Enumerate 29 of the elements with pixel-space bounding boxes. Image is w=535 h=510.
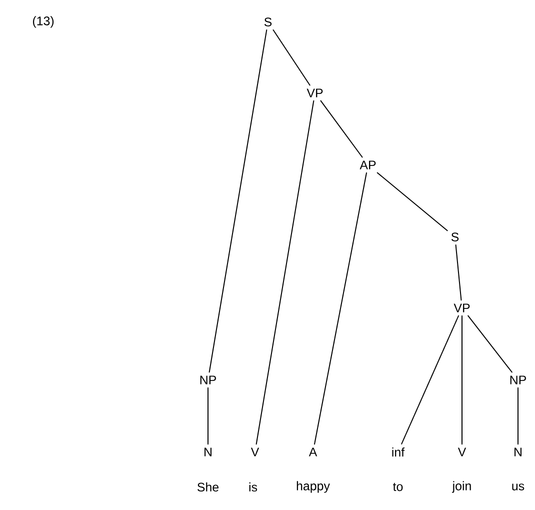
tree-node-label: S (451, 232, 459, 242)
tree-branch (256, 100, 314, 445)
word-label: us (512, 484, 524, 490)
tree-node-label: S (264, 18, 272, 26)
tree-branch (467, 314, 513, 373)
tree-node-label: N (204, 448, 212, 456)
tree-node-label: VP (306, 88, 323, 98)
tree-node-label: N (514, 448, 522, 456)
tree-branch (376, 172, 448, 232)
tree-branch (272, 29, 311, 86)
tree-branch (320, 100, 363, 158)
tree-node-label: AP (360, 160, 376, 170)
tree-node-label: NP (200, 376, 216, 384)
example-number: (13) (32, 16, 54, 28)
word-label: She (198, 482, 219, 492)
tree-branch (455, 244, 462, 301)
tree-branch (208, 29, 268, 373)
word-label: is (249, 482, 258, 492)
tree-node-label: A (308, 448, 318, 456)
tree-node-label: V (250, 448, 260, 456)
tree-branch (314, 172, 368, 445)
tree-node-label: VP (454, 304, 470, 312)
word-label: to (393, 482, 403, 492)
tree-node-label: inf (392, 447, 405, 456)
tree-branch (400, 314, 460, 445)
word-label: join (452, 481, 471, 493)
tree-node-label: V (458, 448, 466, 456)
word-label: happy (296, 481, 330, 493)
tree-node-label: NP (510, 376, 526, 384)
